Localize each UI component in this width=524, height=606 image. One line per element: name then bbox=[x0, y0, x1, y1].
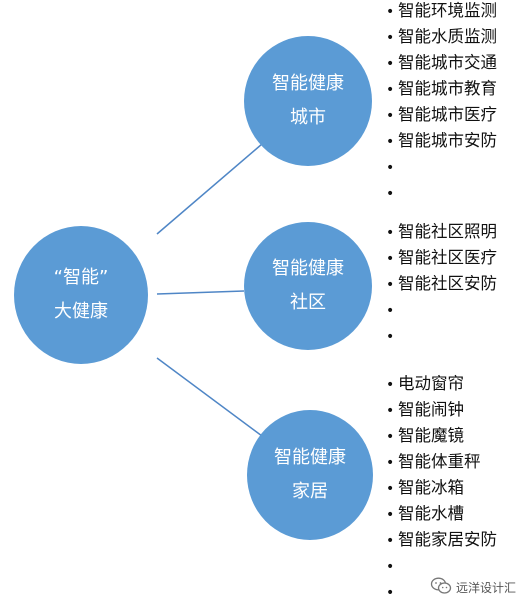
list-item-label: 智能城市教育 bbox=[398, 79, 497, 98]
list-item-label: 智能冰箱 bbox=[398, 478, 464, 497]
list-item: •智能魔镜 bbox=[386, 423, 497, 449]
connector-root-city bbox=[156, 143, 263, 235]
list-item: •智能体重秤 bbox=[386, 449, 497, 475]
list-item: •智能社区医疗 bbox=[386, 245, 497, 271]
list-item: •智能闹钟 bbox=[386, 397, 497, 423]
bullet-icon: • bbox=[386, 329, 395, 345]
list-item-label: 电动窗帘 bbox=[398, 374, 464, 393]
list-item-label: 智能城市安防 bbox=[398, 131, 497, 150]
list-item-label: 智能水质监测 bbox=[398, 27, 497, 46]
bullet-icon: • bbox=[386, 455, 395, 471]
bullet-icon: • bbox=[386, 403, 395, 419]
branch-city-line2: 城市 bbox=[290, 107, 326, 128]
connector-root-home bbox=[156, 357, 263, 437]
root-label-line1: “智能” bbox=[53, 267, 109, 288]
list-item-label: 智能闹钟 bbox=[398, 400, 464, 419]
bullet-icon: • bbox=[386, 134, 395, 150]
bullet-icon: • bbox=[386, 251, 395, 267]
list-item-label: 智能环境监测 bbox=[398, 1, 497, 20]
list-item: •智能环境监测 bbox=[386, 0, 497, 24]
community-item-list: •智能社区照明 •智能社区医疗 •智能社区安防 • • bbox=[386, 219, 497, 349]
bullet-icon: • bbox=[386, 481, 395, 497]
list-item: •智能城市教育 bbox=[386, 76, 497, 102]
bullet-icon: • bbox=[386, 585, 395, 601]
list-item: •智能城市安防 bbox=[386, 128, 497, 154]
list-item: •智能社区安防 bbox=[386, 271, 497, 297]
bullet-icon: • bbox=[386, 533, 395, 549]
list-item-label: 智能水槽 bbox=[398, 504, 464, 523]
bullet-icon: • bbox=[386, 507, 395, 523]
list-item: •智能冰箱 bbox=[386, 475, 497, 501]
list-item: • bbox=[386, 323, 497, 349]
list-item-label: 智能社区照明 bbox=[398, 222, 497, 241]
bullet-icon: • bbox=[386, 108, 395, 124]
bullet-icon: • bbox=[386, 56, 395, 72]
bullet-icon: • bbox=[386, 186, 395, 202]
city-item-list: •智能环境监测 •智能水质监测 •智能城市交通 •智能城市教育 •智能城市医疗 … bbox=[386, 0, 497, 206]
branch-city-line1: 智能健康 bbox=[272, 73, 344, 94]
list-item-label: 智能体重秤 bbox=[398, 452, 481, 471]
bullet-icon: • bbox=[386, 82, 395, 98]
list-item: • bbox=[386, 579, 497, 605]
wechat-icon bbox=[430, 577, 452, 598]
list-item-label: 智能社区医疗 bbox=[398, 248, 497, 267]
bullet-icon: • bbox=[386, 30, 395, 46]
list-item: • bbox=[386, 297, 497, 323]
list-item-label: 智能城市交通 bbox=[398, 53, 497, 72]
list-item: •智能城市交通 bbox=[386, 50, 497, 76]
list-item-label: 智能魔镜 bbox=[398, 426, 464, 445]
watermark: 远洋设计汇 bbox=[430, 577, 516, 598]
branch-node-city: 智能健康 城市 bbox=[244, 36, 372, 166]
branch-community-line1: 智能健康 bbox=[272, 258, 344, 279]
bullet-icon: • bbox=[386, 225, 395, 241]
bullet-icon: • bbox=[386, 377, 395, 393]
list-item-label: 智能家居安防 bbox=[398, 530, 497, 549]
watermark-text: 远洋设计汇 bbox=[455, 581, 516, 595]
branch-node-community: 智能健康 社区 bbox=[244, 222, 372, 350]
branch-community-line2: 社区 bbox=[290, 292, 326, 313]
root-node: “智能” 大健康 bbox=[14, 226, 148, 364]
list-item: • bbox=[386, 180, 497, 206]
bullet-icon: • bbox=[386, 303, 395, 319]
bullet-icon: • bbox=[386, 160, 395, 176]
list-item-label: 智能社区安防 bbox=[398, 274, 497, 293]
list-item: •电动窗帘 bbox=[386, 371, 497, 397]
bullet-icon: • bbox=[386, 429, 395, 445]
list-item: •智能城市医疗 bbox=[386, 102, 497, 128]
branch-home-line2: 家居 bbox=[292, 481, 328, 502]
list-item-label: 智能城市医疗 bbox=[398, 105, 497, 124]
bullet-icon: • bbox=[386, 277, 395, 293]
root-label-line2: 大健康 bbox=[54, 301, 108, 322]
connector-root-community bbox=[156, 290, 245, 295]
list-item: •智能水槽 bbox=[386, 501, 497, 527]
branch-node-home: 智能健康 家居 bbox=[247, 410, 373, 540]
list-item: •智能水质监测 bbox=[386, 24, 497, 50]
list-item: •智能社区照明 bbox=[386, 219, 497, 245]
branch-home-line1: 智能健康 bbox=[274, 447, 346, 468]
list-item: • bbox=[386, 553, 497, 579]
bullet-icon: • bbox=[386, 4, 395, 20]
home-item-list: •电动窗帘 •智能闹钟 •智能魔镜 •智能体重秤 •智能冰箱 •智能水槽 •智能… bbox=[386, 371, 497, 605]
bullet-icon: • bbox=[386, 559, 395, 575]
list-item: •智能家居安防 bbox=[386, 527, 497, 553]
list-item: • bbox=[386, 154, 497, 180]
